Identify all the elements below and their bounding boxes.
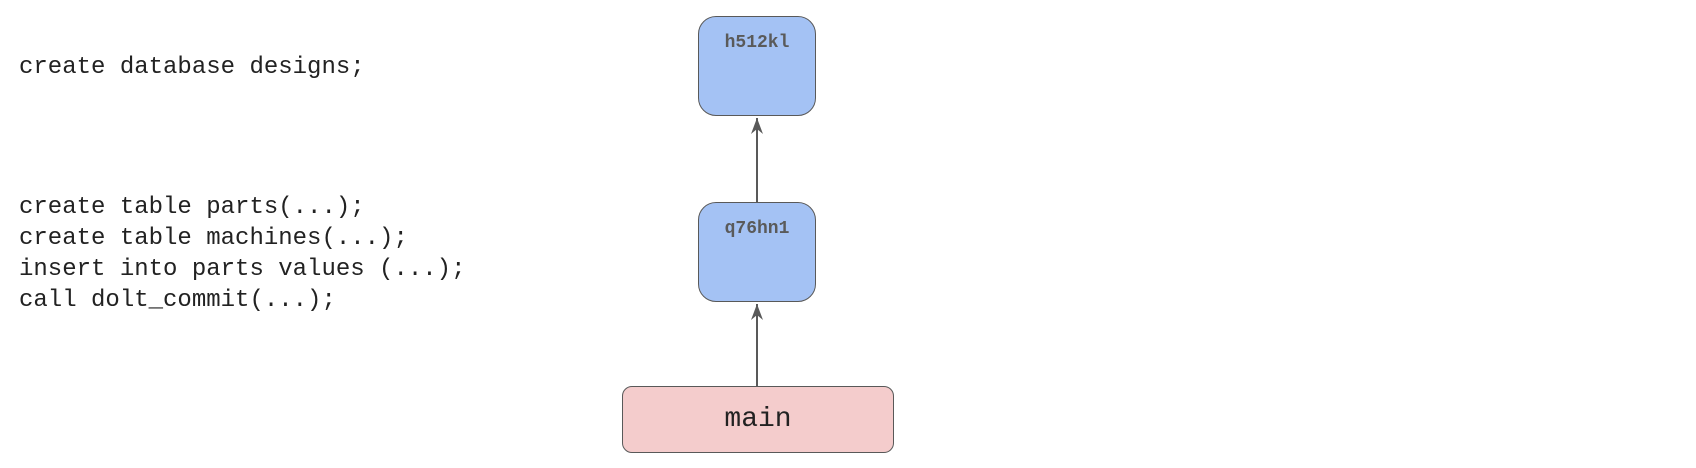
arrowhead-icon bbox=[751, 304, 763, 320]
branch-node-main: main bbox=[622, 386, 894, 453]
code-line: insert into parts values (...); bbox=[19, 256, 466, 283]
commit-node-h512kl: h512kl bbox=[698, 16, 816, 116]
commit-node-q76hn1: q76hn1 bbox=[698, 202, 816, 302]
code-line: create database designs; bbox=[19, 54, 365, 81]
code-line: create table parts(...); bbox=[19, 194, 365, 221]
arrowhead-icon bbox=[751, 118, 763, 134]
create-database-statement: create database designs; bbox=[19, 52, 365, 83]
code-line: create table machines(...); bbox=[19, 225, 408, 252]
code-line: call dolt_commit(...); bbox=[19, 287, 336, 314]
commit-hash: h512kl bbox=[724, 33, 790, 53]
commit-statements: create table parts(...); create table mac… bbox=[19, 192, 465, 316]
branch-label: main bbox=[724, 404, 792, 435]
commit-hash: q76hn1 bbox=[724, 219, 790, 239]
